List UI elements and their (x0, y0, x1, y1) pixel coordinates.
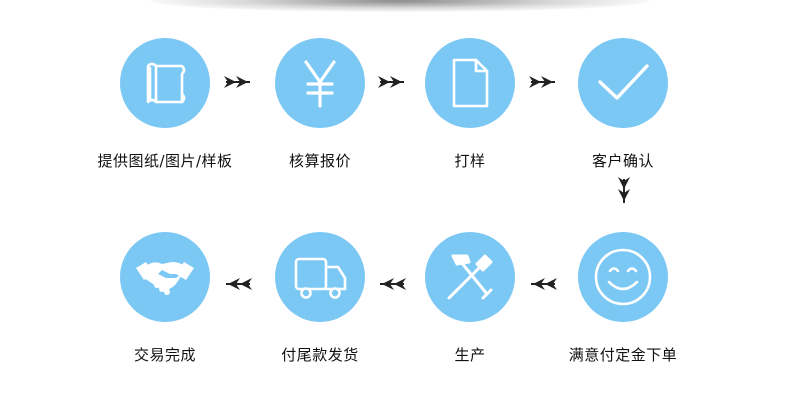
step-circle (275, 232, 365, 322)
document-icon (441, 54, 499, 112)
flow-arrow-left (222, 277, 254, 291)
yen-icon (291, 54, 349, 112)
step-label: 客户确认 (591, 152, 654, 170)
drawing-scroll-icon (136, 54, 194, 112)
flow-arrow-down (617, 175, 631, 207)
step-quotation: 核算报价 (250, 38, 390, 171)
step-label: 提供图纸/图片/样板 (97, 152, 233, 170)
step-circle (120, 38, 210, 128)
flow-arrow-right (376, 75, 408, 89)
hammer-screwdriver-icon (439, 246, 501, 308)
step-transaction-complete: 交易完成 (95, 232, 235, 365)
step-deposit-order: 满意付定金下单 (553, 232, 693, 365)
handshake-icon (132, 244, 198, 310)
step-provide-drawings: 提供图纸/图片/样板 (95, 38, 235, 171)
flow-arrow-left (376, 277, 408, 291)
delivery-truck-icon (288, 245, 352, 309)
step-label: 核算报价 (288, 152, 351, 170)
step-label: 生产 (454, 346, 486, 364)
flow-arrow-left (527, 277, 559, 291)
step-production: 生产 (400, 232, 540, 365)
flow-arrow-right (222, 75, 254, 89)
checkmark-icon (592, 52, 654, 114)
step-circle (578, 38, 668, 128)
step-sample: 打样 (400, 38, 540, 171)
step-circle (425, 38, 515, 128)
step-final-payment-shipping: 付尾款发货 (250, 232, 390, 365)
step-label: 付尾款发货 (281, 346, 359, 364)
step-circle (578, 232, 668, 322)
flow-arrow-right (527, 75, 559, 89)
top-shadow-decoration (150, 0, 650, 12)
step-circle (120, 232, 210, 322)
step-label: 交易完成 (133, 346, 196, 364)
step-circle (275, 38, 365, 128)
step-circle (425, 232, 515, 322)
step-label: 打样 (454, 152, 486, 170)
step-label: 满意付定金下单 (568, 346, 678, 364)
step-customer-confirm: 客户确认 (553, 38, 693, 171)
smiley-icon (590, 244, 656, 310)
